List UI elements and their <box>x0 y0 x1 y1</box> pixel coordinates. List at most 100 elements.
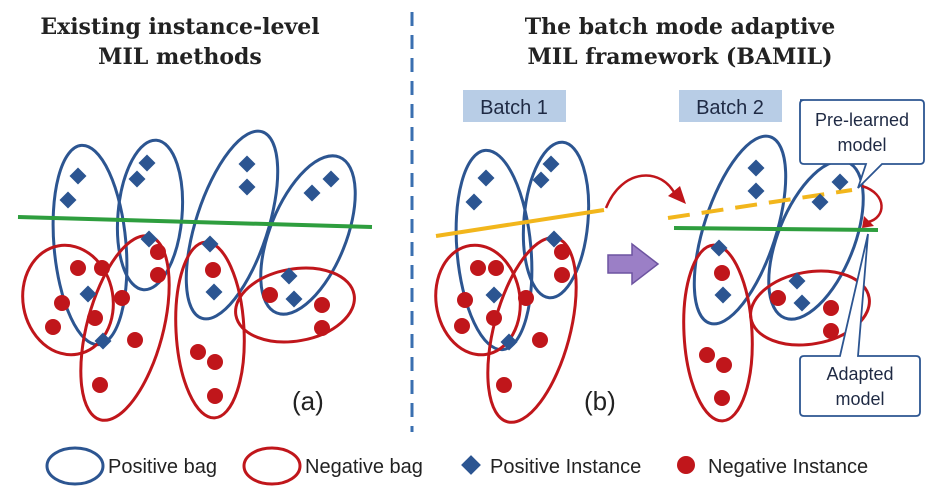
prelearned-callout <box>799 99 925 189</box>
negative-instance <box>714 390 730 406</box>
negative-instance <box>207 354 223 370</box>
positive-instance <box>465 193 483 211</box>
positive-instance <box>238 178 256 196</box>
negative-bag <box>79 234 171 422</box>
right-title-line2: MIL framework (BAMIL) <box>527 44 832 70</box>
positive-instance <box>710 239 728 257</box>
transfer-arrow <box>604 174 678 209</box>
negative-instance <box>532 332 548 348</box>
negative-instance <box>150 244 166 260</box>
negative-instance <box>554 267 570 283</box>
positive-instance <box>747 182 765 200</box>
negative-instance <box>454 318 470 334</box>
positive-instance <box>500 333 518 351</box>
negative-instance <box>457 292 473 308</box>
positive-instance <box>747 159 765 177</box>
negative-instance <box>770 290 786 306</box>
transfer-arrowhead <box>668 186 686 204</box>
negative-instance <box>262 287 278 303</box>
legend-positive-bag-icon <box>45 446 105 486</box>
negative-instance <box>207 388 223 404</box>
positive-instance <box>485 286 503 304</box>
negative-instance <box>94 260 110 276</box>
positive-instance <box>140 230 158 248</box>
legend-negative-instance-icon <box>677 456 695 474</box>
panel-b-label: (b) <box>584 386 616 416</box>
negative-instance <box>127 332 143 348</box>
legend-positive-bag: Positive bag <box>108 456 217 478</box>
adapted-model-line <box>673 226 879 232</box>
legend-negative-bag-icon <box>242 446 302 486</box>
negative-instance <box>87 310 103 326</box>
panel-b: Batch 1 Batch 2 <box>434 90 925 424</box>
positive-instance <box>714 286 732 304</box>
left-title-line1: Existing instance-level <box>40 14 319 40</box>
right-title-line1: The batch mode adaptive <box>525 14 835 40</box>
negative-instance <box>190 344 206 360</box>
positive-instance <box>280 267 298 285</box>
positive-instance <box>201 235 219 253</box>
panel-a-label: (a) <box>292 386 324 416</box>
positive-instance <box>79 285 97 303</box>
adaptation-arrow <box>861 184 883 224</box>
positive-bag <box>259 154 357 316</box>
negative-instance <box>823 300 839 316</box>
negative-instance <box>70 260 86 276</box>
negative-instance <box>470 260 486 276</box>
batch1-label-box <box>463 90 566 122</box>
adapted-callout <box>799 233 921 417</box>
negative-instance <box>205 262 221 278</box>
batch2-label: Batch 2 <box>696 97 764 119</box>
legend-positive-instance-icon <box>461 455 481 475</box>
negative-instance <box>699 347 715 363</box>
positive-instance <box>303 184 321 202</box>
prelearned-model-line <box>667 188 853 220</box>
positive-instance <box>811 193 829 211</box>
positive-instance <box>69 167 87 185</box>
positive-instance <box>128 170 146 188</box>
negative-instance <box>716 357 732 373</box>
negative-bag <box>21 243 115 357</box>
prelearned-label-line2: model <box>837 135 886 155</box>
negative-instance <box>92 377 108 393</box>
negative-instance <box>714 265 730 281</box>
panel-a: (a) <box>17 129 373 422</box>
negative-instance <box>823 323 839 339</box>
negative-instance <box>114 290 130 306</box>
positive-instance <box>238 155 256 173</box>
adapted-label-line1: Adapted <box>826 364 893 384</box>
left-title-line2: MIL methods <box>98 44 262 70</box>
batch2-label-box <box>679 90 782 122</box>
adaptation-arrowhead <box>862 216 874 228</box>
positive-instance <box>793 294 811 312</box>
positive-instance <box>138 154 156 172</box>
positive-instance <box>477 169 495 187</box>
positive-instance <box>831 173 849 191</box>
negative-instance <box>496 377 512 393</box>
negative-instance <box>314 320 330 336</box>
prelearned-model-line-batch1 <box>435 208 605 238</box>
positive-instance <box>94 332 112 350</box>
negative-instance <box>518 290 534 306</box>
batch-progress-arrow <box>607 242 660 286</box>
negative-instance <box>554 244 570 260</box>
positive-bag <box>454 148 534 352</box>
negative-instance <box>486 310 502 326</box>
negative-bag <box>749 269 871 347</box>
legend-positive-instance: Positive Instance <box>490 456 641 478</box>
legend-negative-bag: Negative bag <box>305 456 423 478</box>
prelearned-label-line1: Pre-learned <box>815 110 909 130</box>
positive-bag <box>115 138 185 292</box>
positive-instance <box>322 170 340 188</box>
negative-instance <box>150 267 166 283</box>
positive-instance <box>532 171 550 189</box>
positive-instance <box>285 290 303 308</box>
negative-instance <box>45 319 61 335</box>
positive-instance <box>205 283 223 301</box>
negative-instance <box>314 297 330 313</box>
positive-instance <box>545 230 563 248</box>
batch1-label: Batch 1 <box>480 97 548 119</box>
positive-instance <box>788 272 806 290</box>
